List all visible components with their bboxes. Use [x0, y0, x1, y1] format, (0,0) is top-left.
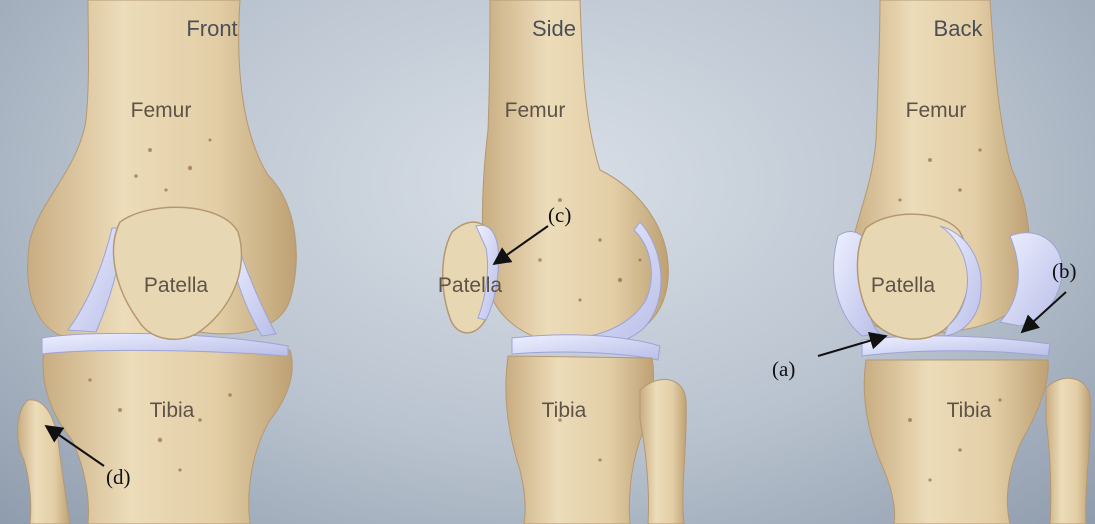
front-view-title: Front — [186, 16, 237, 41]
back-patella-label: Patella — [871, 274, 936, 297]
back-femur-label: Femur — [906, 99, 967, 122]
back-view-title: Back — [934, 16, 984, 41]
front-femur-label: Femur — [131, 99, 192, 122]
callout-d-label: (d) — [106, 465, 131, 489]
side-view: Side Femur Patella Tibia — [438, 0, 686, 524]
front-tibia-label: Tibia — [150, 399, 195, 422]
side-tibia-bone — [506, 356, 654, 524]
side-view-title: Side — [532, 16, 576, 41]
back-meniscus — [862, 336, 1050, 356]
side-fibula-bone — [640, 379, 686, 524]
back-tibia-label: Tibia — [947, 399, 992, 422]
back-tibia-bone — [864, 360, 1048, 524]
side-patella-label: Patella — [438, 274, 503, 297]
side-femur-bone — [482, 0, 668, 345]
side-tibia-label: Tibia — [542, 399, 587, 422]
callout-c-label: (c) — [548, 203, 571, 227]
front-tibia-bone — [43, 350, 292, 524]
callout-a-label: (a) — [772, 357, 795, 381]
front-view: Front Femur Patella Tibia — [18, 0, 297, 524]
side-femur-label: Femur — [505, 99, 566, 122]
callout-b-label: (b) — [1052, 259, 1077, 283]
back-fibula-bone — [1046, 378, 1090, 524]
front-patella-label: Patella — [144, 274, 209, 297]
